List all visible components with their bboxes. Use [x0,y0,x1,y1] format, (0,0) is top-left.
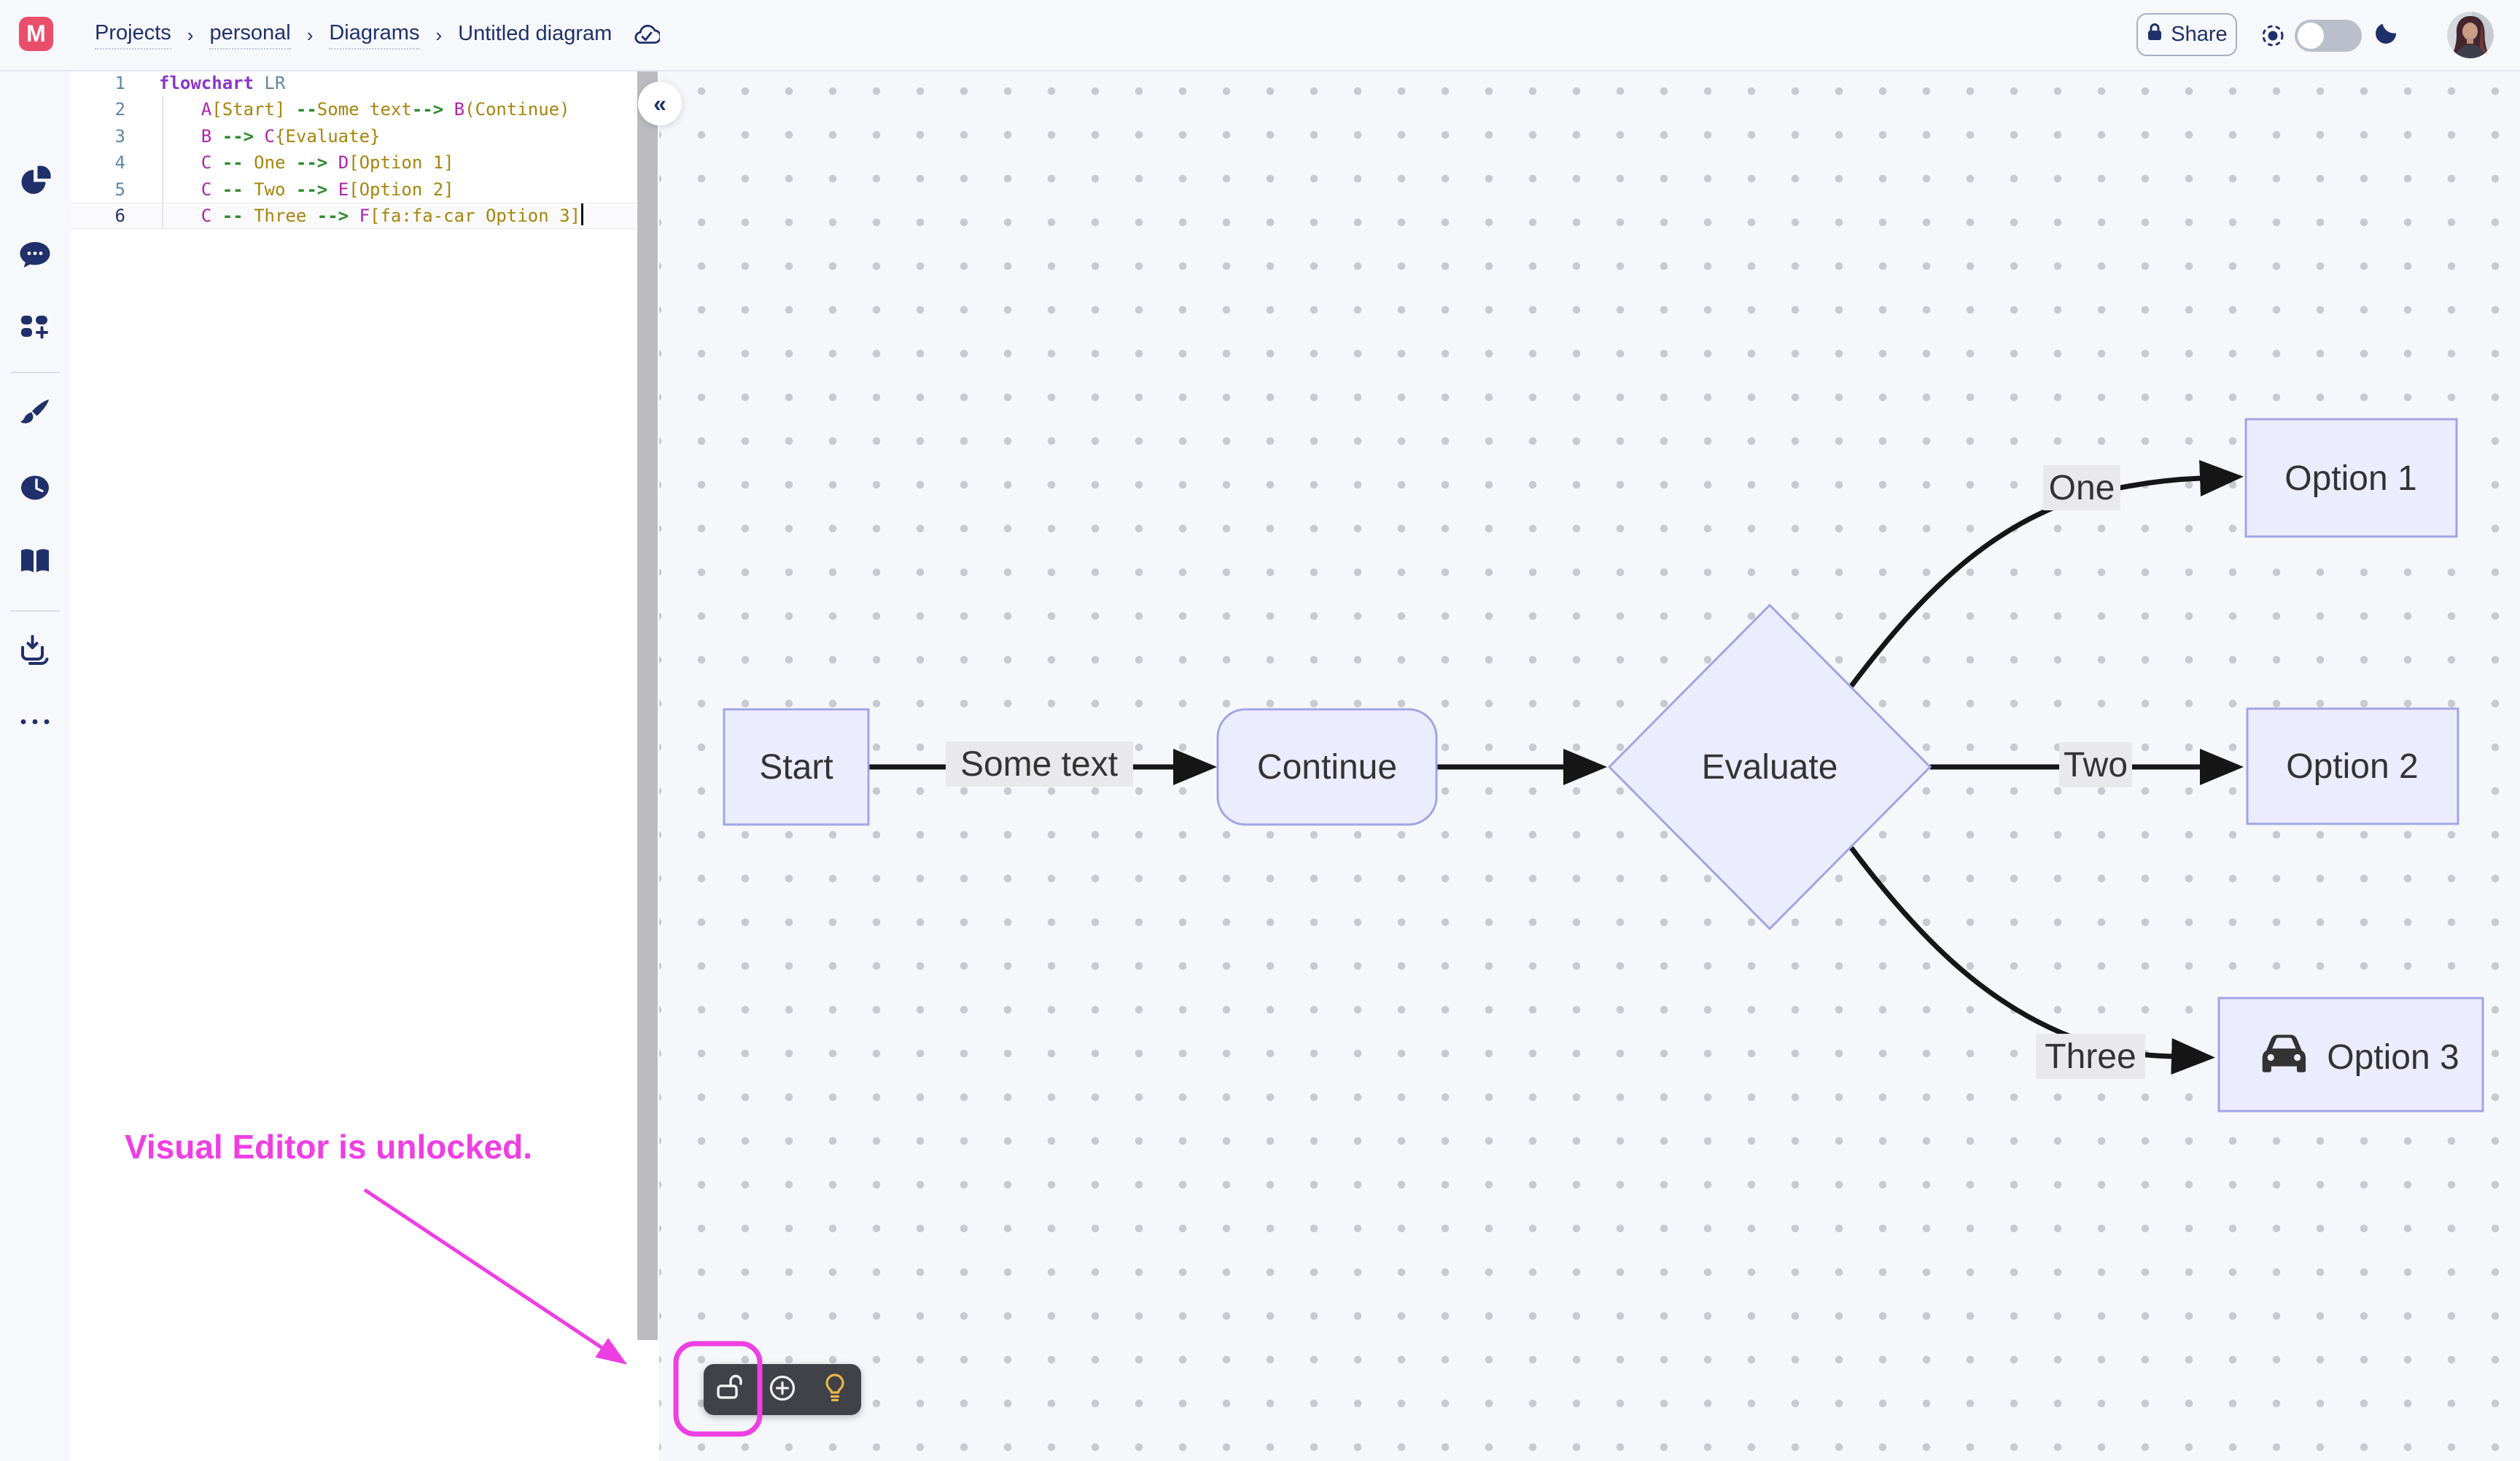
plus-circle-icon [767,1373,798,1407]
share-button-label: Share [2171,23,2227,47]
sidebar-item-theme-brush[interactable] [0,394,70,435]
line-number: 3 [70,123,125,149]
node-continue-label: Continue [1257,748,1397,787]
sidebar-item-export[interactable] [0,631,70,672]
node-option2[interactable]: Option 2 [2247,709,2458,824]
sidebar-item-templates[interactable] [0,308,70,349]
more-ellipsis-icon [18,717,52,730]
left-sidebar [0,70,70,1461]
theme-toggle-knob [2298,23,2324,49]
editor-scrollbar[interactable] [637,70,658,1340]
flowchart-diagram: Start Continue Evaluate Option 1 Option … [659,70,2520,1461]
sidebar-item-history[interactable] [0,469,70,510]
unlock-visual-editor-button[interactable] [704,1364,756,1415]
edge-label-one[interactable]: One [2049,469,2115,507]
open-book-icon [18,545,52,580]
node-option3[interactable]: Option 3 [2219,998,2483,1111]
chat-bubble-icon [18,238,52,276]
line-number: 4 [70,149,125,176]
code-line[interactable]: 2 A[Start] --Some text--> B(Continue) [70,96,637,122]
light-mode-sun-icon [2259,22,2287,53]
ai-suggestion-button[interactable] [809,1364,861,1415]
sidebar-item-comments[interactable] [0,236,70,277]
lightbulb-icon [820,1372,850,1408]
cloud-sync-icon [632,23,660,47]
code-line[interactable]: 6 C -- Three --> F[fa:fa-car Option 3] [70,203,637,229]
templates-add-icon [18,311,52,347]
node-continue[interactable]: Continue [1218,709,1436,825]
line-number: 6 [70,203,125,229]
node-option1-label: Option 1 [2284,459,2416,498]
breadcrumb-separator: › [187,24,194,47]
sidebar-item-more[interactable] [0,703,70,744]
node-start-label: Start [759,748,833,787]
paintbrush-icon [18,396,52,435]
node-evaluate[interactable]: Evaluate [1609,605,1930,929]
collapse-editor-button[interactable]: « [638,82,682,125]
node-option3-label: Option 3 [2327,1038,2459,1077]
mermaid-logo[interactable]: M [19,17,53,51]
node-start[interactable]: Start [724,709,868,825]
breadcrumb: Projects › personal › Diagrams › Untitle… [95,0,660,70]
code-line[interactable]: 5 C -- Two --> E[Option 2] [70,176,637,203]
code-line[interactable]: 3 B --> C{Evaluate} [70,123,637,149]
export-download-icon [18,634,52,671]
edge-evaluate-option3[interactable] [1851,848,2172,1056]
edge-labels: Some text One Two Three [946,465,2145,1079]
user-avatar[interactable] [2447,12,2494,58]
share-button[interactable]: Share [2136,13,2237,56]
breadcrumb-separator: › [307,24,314,47]
diagram-canvas[interactable]: Start Continue Evaluate Option 1 Option … [659,70,2520,1461]
code-editor-panel[interactable]: 1flowchart LR2 A[Start] --Some text--> B… [70,70,659,1461]
edge-label-some-text[interactable]: Some text [960,745,1118,784]
clock-icon [18,470,52,509]
breadcrumb-untitled-diagram[interactable]: Untitled diagram [458,22,612,49]
line-number: 5 [70,176,125,203]
lock-icon [2146,22,2163,48]
breadcrumb-personal[interactable]: personal [209,21,290,50]
top-bar: M Projects › personal › Diagrams › Untit… [0,0,2520,71]
dark-mode-moon-icon [2370,20,2400,55]
node-option2-label: Option 2 [2286,747,2418,786]
mermaid-logo-letter: M [26,20,46,47]
node-option1[interactable]: Option 1 [2246,419,2457,537]
theme-toggle[interactable] [2295,20,2362,52]
breadcrumb-separator: › [435,24,442,47]
sidebar-divider [10,372,60,373]
edge-evaluate-option1[interactable] [1851,478,2201,686]
indent-guide [162,96,163,229]
sidebar-item-diagrams[interactable] [0,163,70,203]
breadcrumb-projects[interactable]: Projects [95,21,171,50]
sidebar-divider [10,610,60,612]
line-number: 1 [70,70,125,96]
node-evaluate-label: Evaluate [1702,748,1838,787]
text-cursor [581,203,583,225]
pie-chart-icon [18,164,52,203]
code-line[interactable]: 1flowchart LR [70,70,637,96]
add-node-button[interactable] [756,1364,809,1415]
code-lines[interactable]: 1flowchart LR2 A[Start] --Some text--> B… [70,70,637,229]
line-number: 2 [70,96,125,122]
chevron-double-left-icon: « [653,90,666,117]
breadcrumb-diagrams[interactable]: Diagrams [329,21,419,50]
lock-open-icon [715,1373,745,1407]
sidebar-item-documentation[interactable] [0,542,70,583]
edge-label-two[interactable]: Two [2064,746,2128,784]
edge-label-three[interactable]: Three [2045,1037,2136,1076]
code-line[interactable]: 4 C -- One --> D[Option 1] [70,149,637,176]
canvas-toolbar [704,1364,861,1415]
